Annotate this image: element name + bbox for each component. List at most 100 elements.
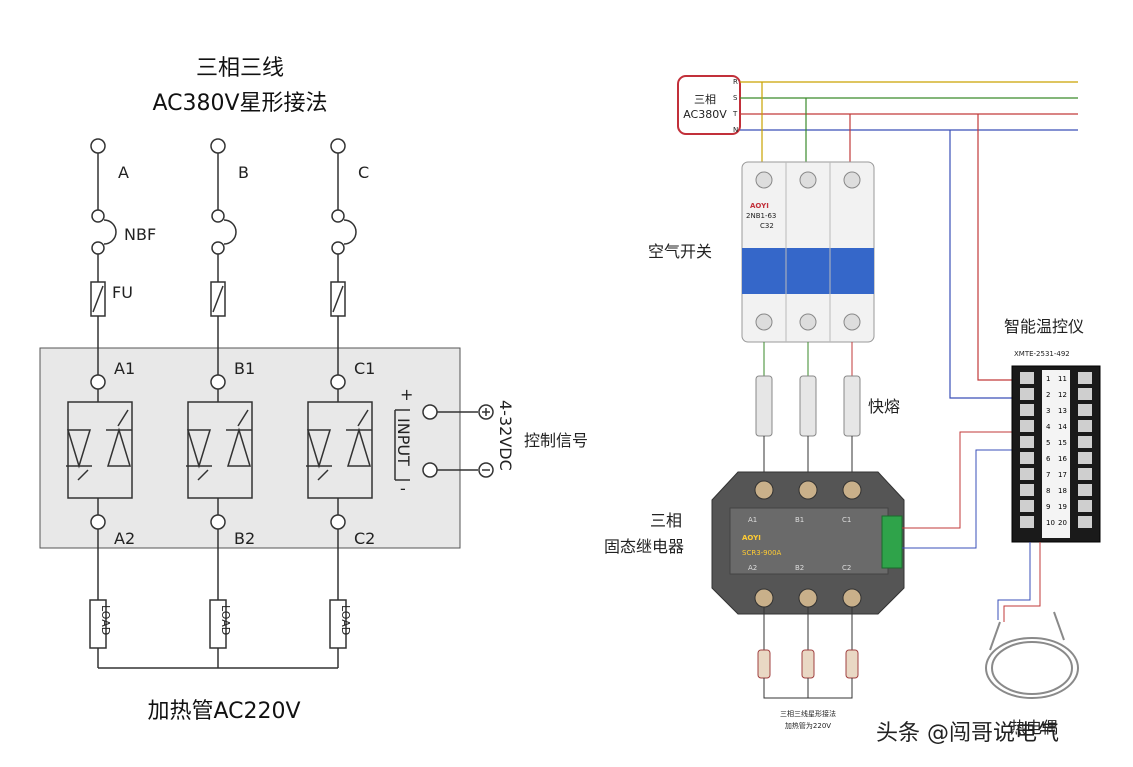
controller-terminal-number: 12 [1058,391,1067,399]
phase-column-b [186,138,253,668]
ssr-term-b2: B2 [795,564,804,572]
bus-label-n: N [733,126,738,134]
ssr-in-c1: C1 [354,359,375,378]
controller-terminal-number: 4 [1046,423,1051,431]
ssr-term-c2: C2 [842,564,851,572]
heater-caption-line1: 三相三线星形接法 [780,709,836,718]
phase-label-a: A [118,163,129,182]
controller-terminal-number: 1 [1046,375,1050,383]
ssr-caption-line1: 三相 [650,511,682,530]
controller-screw-right [1078,516,1092,528]
controller-screw-right [1078,468,1092,480]
left-title-line2: AC380V星形接法 [152,91,327,116]
ssr-term-a1: A1 [748,516,757,524]
terminal-c [330,138,346,154]
ssr-in-b1: B1 [234,359,255,378]
breaker-caption: 空气开关 [648,242,712,261]
watermark: 头条 @闯哥说电气 [876,721,1059,746]
controller-terminal-number: 11 [1058,375,1067,383]
controller-screw-right [1078,404,1092,416]
fast-fuses [755,375,861,437]
ssr-control-terminal [881,515,903,569]
controller-terminal-number: 8 [1046,487,1050,495]
controller-terminal-number: 13 [1058,407,1067,415]
input-minus-sign: - [400,479,406,498]
controller-screw-left [1020,484,1034,496]
air-breaker: AOYI 2NB1-63 C32 [741,161,875,343]
controller-terminal-number: 6 [1046,455,1051,463]
ssr-out-a2: A2 [114,529,135,548]
breaker-model: 2NB1-63 [746,212,776,220]
supply-line1: 三相 [694,93,716,106]
controller-screw-left [1020,372,1034,384]
phase-label-b: B [238,163,249,182]
supply-line2: AC380V [683,108,727,121]
terminal-a [90,138,106,154]
fuse-caption: 快熔 [868,397,900,416]
phase-label-c: C [358,163,369,182]
heater-caption-line2: 加热管为220V [785,721,831,730]
thermocouple [985,611,1079,699]
controller-terminal-number: 10 [1046,519,1055,527]
breaker-handles [742,248,874,294]
ssr-brand: AOYI [742,534,761,542]
input-label: INPUT [394,418,413,466]
controller-screw-left [1020,500,1034,512]
phase-column-a [66,138,133,668]
controller-screw-left [1020,388,1034,400]
supply-box [677,75,741,135]
control-signal-label: 控制信号 [524,431,588,450]
ssr-out-b2: B2 [234,529,255,548]
controller-terminal-number: 2 [1046,391,1050,399]
controller-terminal-number: 20 [1058,519,1067,527]
controller-screw-right [1078,388,1092,400]
controller-screw-left [1020,404,1034,416]
ssr-out-c2: C2 [354,529,375,548]
left-schematic: 三相三线 AC380V星形接法 [39,56,588,724]
left-title-line1: 三相三线 [196,56,284,81]
ssr-model: SCR3-900A [742,549,782,557]
fuse-label: FU [112,283,133,302]
load-label-b: LOAD [219,605,232,635]
controller-screw-left [1020,452,1034,464]
terminal-b [210,138,226,154]
controller-terminal-number: 16 [1058,455,1067,463]
dc-range-label: 4-32VDC [496,400,515,471]
breaker-rating: C32 [760,222,774,230]
solid-state-relay: A1 B1 C1 AOYI SCR3-900A A2 B2 C2 [711,471,905,615]
controller-screw-right [1078,420,1092,432]
controller-screw-right [1078,452,1092,464]
ssr-module-box [39,347,461,549]
controller-screw-left [1020,516,1034,528]
bus-label-t: T [732,110,738,118]
breaker-label: NBF [124,225,156,244]
control-input-wiring [394,404,494,481]
bus-label-s: S [733,94,738,102]
phase-column-c [306,138,373,668]
controller-terminal-number: 18 [1058,487,1067,495]
ssr-term-b1: B1 [795,516,804,524]
controller-terminal-number: 19 [1058,503,1067,511]
controller-screw-right [1078,484,1092,496]
controller-caption: 智能温控仪 [1004,317,1084,336]
ssr-term-a2: A2 [748,564,757,572]
ssr-term-c1: C1 [842,516,851,524]
bus-label-r: R [733,78,738,86]
controller-terminal-number: 17 [1058,471,1067,479]
controller-screw-left [1020,436,1034,448]
controller-screw-left [1020,420,1034,432]
heater-bottom-label: 加热管AC220V [147,699,300,724]
controller-model: XMTE-2531-492 [1014,350,1070,358]
load-label-a: LOAD [99,605,112,635]
controller-terminal-number: 15 [1058,439,1067,447]
controller-screw-left [1020,468,1034,480]
controller-screw-right [1078,436,1092,448]
controller-terminal-number: 14 [1058,423,1067,431]
right-pictorial: 三相 AC380V R S T N AOYI 2 [604,75,1101,737]
controller-terminal-number: 9 [1046,503,1050,511]
input-plus-sign: + [400,385,413,404]
controller-screw-right [1078,372,1092,384]
